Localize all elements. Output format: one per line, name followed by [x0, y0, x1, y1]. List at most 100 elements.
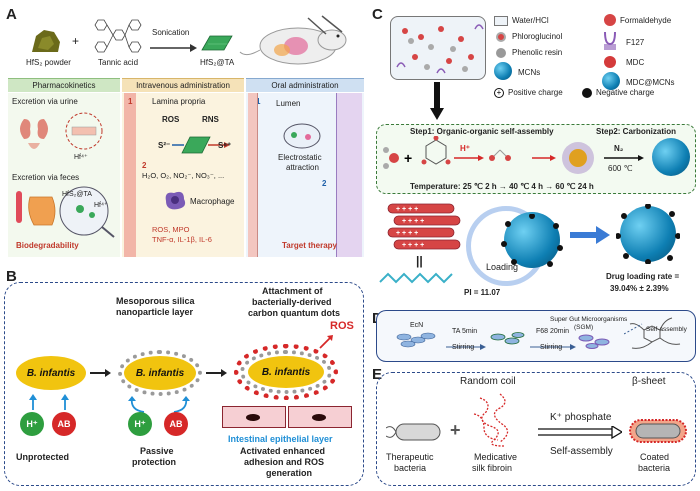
plus-sign: +: [72, 34, 80, 48]
lumen-label: Lumen: [276, 99, 301, 108]
carbonized-sphere: [652, 138, 690, 176]
tannic-acid-label: Tannic acid: [98, 58, 139, 67]
legend-formaldehyde-icon: [604, 14, 616, 26]
legend-water-label: Water/HCl: [512, 16, 549, 25]
macrophage-label: Macrophage: [190, 197, 235, 206]
pharmacokinetics-column: Excretion via urine Hf⁴⁺ Excretion via f…: [8, 93, 120, 257]
legend-f127-label: F127: [626, 38, 645, 47]
target-therapy-label: Target therapy: [282, 241, 337, 250]
legend-phloroglucinol-icon: [496, 32, 506, 42]
legend-mdc-label: MDC: [626, 58, 645, 67]
step2-label: Step2: Carbonization: [596, 127, 677, 136]
legend-positive-icon: +: [494, 88, 504, 98]
silk-fibroin-coil: [470, 392, 520, 448]
drug-loading-label-1: Drug loading rate =: [606, 272, 680, 281]
legend-phenolic-label: Phenolic resin: [512, 48, 563, 57]
ab-circle-1: AB: [52, 412, 76, 436]
equilibrium-arrow: [538, 424, 624, 440]
arrow-2: [206, 366, 228, 378]
ros-label: ROS: [162, 115, 180, 124]
hfs2-powder-image: [30, 28, 62, 54]
positive-rods-stack: + + + ++ + + ++ + + ++ + + +: [386, 200, 466, 252]
panel-c: C Water/HCl Formaldehyde Phloroglucinol …: [370, 0, 700, 304]
h-plus-circle-1: H⁺: [20, 412, 44, 436]
coated-label-1: Coated: [640, 452, 670, 462]
step-2-red: 2: [142, 161, 147, 170]
deflect-arrow-h: [126, 396, 148, 414]
kidney-illustration: [14, 109, 114, 159]
loading-label: Loading: [486, 262, 519, 272]
reaction-scheme: +: [382, 135, 692, 180]
markers-line-1: ROS, MPO: [152, 225, 190, 234]
drug-loaded-charges: [615, 203, 681, 265]
svg-text:+ + + +: + + + +: [396, 230, 418, 237]
hfs2-ta-sheet: [200, 32, 234, 54]
epithelium-strip-right: [336, 93, 362, 257]
electrostatic-label: Electrostatic: [278, 153, 322, 162]
intestine-illustration: [12, 185, 116, 239]
coated-label-2: bacteria: [638, 463, 671, 473]
f68-label: F68 20min: [536, 328, 570, 335]
macrophage-cell: [162, 189, 188, 211]
therapeutic-label-1: Therapeutic: [386, 452, 434, 462]
legend-mdc-icon: [604, 56, 616, 68]
silica-shell: [118, 350, 202, 396]
svg-text:+ + + +: + + + +: [402, 242, 424, 249]
cqd-shell: [234, 344, 338, 400]
hf4-small-label: Hf⁴⁺: [94, 202, 108, 209]
ros-arrow: [318, 334, 334, 350]
h-arrow-1: [28, 394, 38, 410]
self-assembly-molecule: [623, 314, 694, 358]
header-intravenous: Intravenous administration: [122, 78, 244, 92]
self-assembly-label-d: Self-assembly: [646, 326, 687, 333]
equals-sign: ||: [416, 254, 423, 268]
d-arrow-1: [446, 337, 486, 350]
header-oral: Oral administration: [246, 78, 364, 92]
coated-bacterium: [628, 418, 688, 444]
step1-label: Step1: Organic-organic self-assembly: [410, 127, 554, 136]
panel-b: B Mesoporous silica nanoparticle layer A…: [0, 266, 368, 488]
s2-label: S²⁻: [158, 141, 171, 150]
activated-label-1: Activated enhanced: [240, 446, 326, 456]
svg-text:+: +: [404, 150, 412, 166]
sgm-label-2: (SGM): [574, 324, 594, 331]
mouse-illustration: [238, 12, 360, 70]
drug-loaded-sphere: [620, 206, 676, 262]
stirring-label-2: Stirring: [540, 344, 563, 351]
attachment-label-2: bacterially-derived: [252, 297, 332, 307]
beta-sheet-label: β-sheet: [632, 376, 666, 387]
nucleus-1: [246, 414, 260, 421]
legend-phloroglucinol-label: Phloroglucinol: [512, 32, 563, 41]
panel-e: E Random coil β-sheet Therapeutic bacter…: [370, 364, 700, 490]
h-plus-step-label: H⁺: [460, 144, 470, 153]
blood-vessel-strip: [124, 93, 136, 257]
steps-box: [376, 124, 696, 194]
ros-label-b: ROS: [330, 320, 354, 332]
d-arrow-2: [530, 337, 576, 350]
therapeutic-label-2: bacteria: [394, 463, 427, 473]
temperature-label: Temperature: 25 ℃ 2 h → 40 ℃ 4 h → 60 ℃ …: [410, 182, 594, 191]
h-plus-circle-2: H⁺: [128, 412, 152, 436]
panel-b-dashed-frame: [4, 282, 364, 486]
lamina-propria-label: Lamina propria: [152, 97, 206, 106]
excretion-feces-label: Excretion via feces: [12, 173, 80, 182]
hf4-label: Hf⁴⁺: [74, 154, 88, 161]
mesoporous-label-2: nanoparticle layer: [116, 307, 194, 317]
loading-sphere: [504, 212, 560, 268]
nucleus-2: [312, 414, 326, 421]
random-coil-label: Random coil: [460, 376, 516, 387]
hfs2-ta-small-label: HfS₂@TA: [62, 191, 92, 198]
passive-label-2: protection: [132, 457, 176, 467]
plus-e: +: [450, 420, 461, 440]
attraction-label: attraction: [286, 163, 319, 172]
pi-label: PI = 11.07: [464, 288, 501, 297]
ta-bacteria: [490, 332, 526, 348]
rns-label: RNS: [202, 115, 219, 124]
header-pharmacokinetics: Pharmacokinetics: [8, 78, 120, 92]
medicative-label-1: Medicative: [474, 452, 518, 462]
panel-c-label: C: [372, 6, 383, 23]
legend-mdc-mcns-icon: [602, 72, 620, 90]
legend-phenolic-icon: [496, 48, 506, 58]
ab-arrow-1: [60, 394, 70, 410]
panel-d: D EcN TA 5min Stirring F68 20min Stirrin…: [370, 306, 700, 364]
